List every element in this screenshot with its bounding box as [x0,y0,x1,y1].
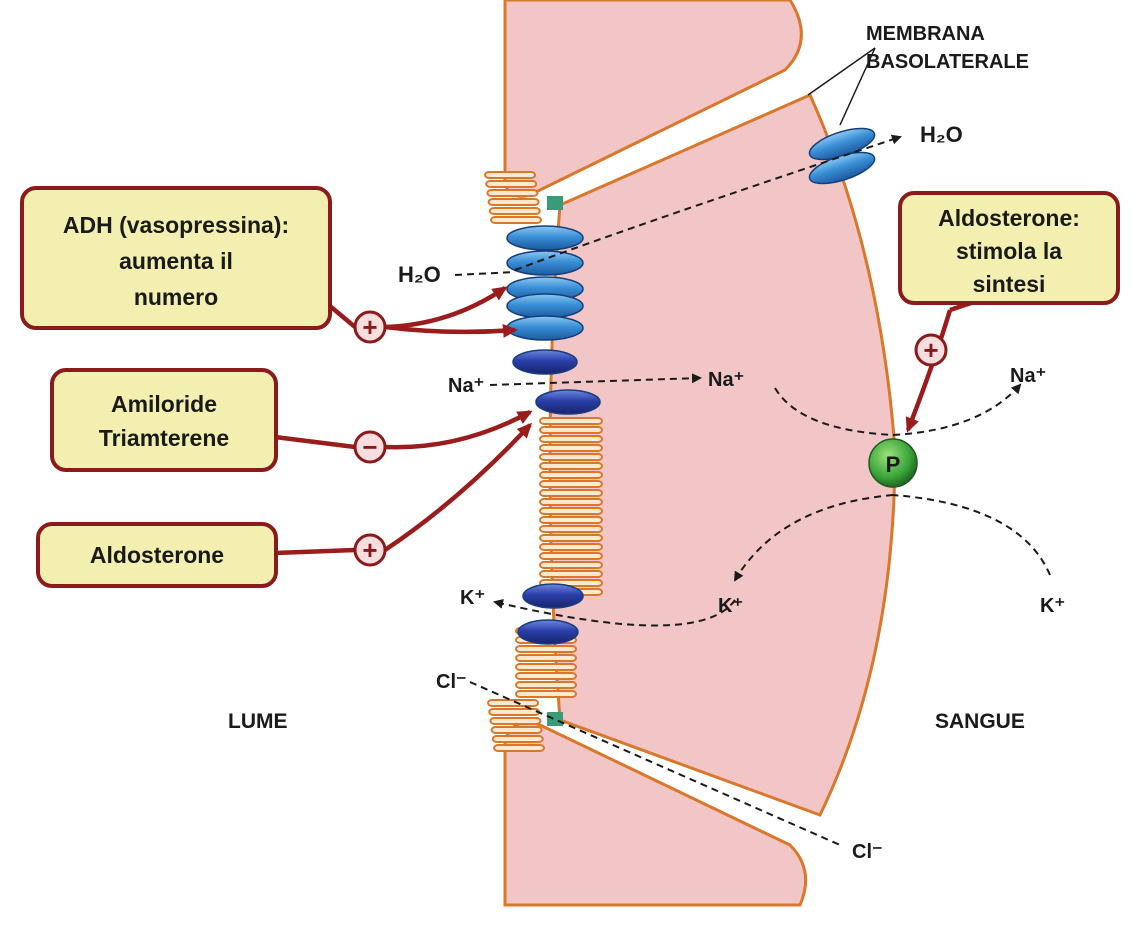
microvillus [516,691,576,697]
k-cell-label: K⁺ [718,595,743,617]
microvillus [540,517,602,523]
membrane-channel [523,584,583,608]
microvillus [540,436,602,442]
aldosterone-left-sign: + [355,535,385,565]
adh-line-1: ADH (vasopressina): [63,212,289,238]
microvillus [540,427,602,433]
amiloride-sign: − [355,432,385,462]
amiloride-box: Amiloride Triamterene [52,370,276,470]
h2o-out-label: H₂O [920,122,963,147]
aldosterone-right-line-3: sintesi [973,271,1046,297]
membrane-channel [507,294,583,318]
microvillus [492,727,542,733]
h2o-path-in [455,272,515,275]
membrane-channel [518,620,578,644]
sangue-label: SANGUE [935,710,1025,733]
microvillus [491,217,541,223]
microvillus [489,709,539,715]
microvillus [540,553,602,559]
amiloride-sign-text: − [362,432,377,462]
microvillus [516,646,576,652]
microvillus [540,526,602,532]
microvillus [485,172,535,178]
microvillus [493,736,543,742]
amiloride-line-1: Amiloride [111,391,217,417]
aldosterone-left-sign-text: + [362,535,377,565]
na-blood-label: Na⁺ [1010,365,1046,387]
adh-arrow-1 [385,288,505,327]
adh-sign: + [355,312,385,342]
microvillus [540,535,602,541]
adh-arrow-2 [385,327,515,332]
k-path-blood-to-pump [893,495,1050,575]
microvillus [540,571,602,577]
aldosterone-right-line-2: stimola la [956,238,1062,264]
cl-lumen-label: Cl⁻ [436,671,467,693]
h2o-in-label: H₂O [398,262,441,287]
microvillus [540,508,602,514]
membrane-channel [536,390,600,414]
membrane-channel [513,350,577,374]
microvillus [540,445,602,451]
aldosterone-right-sign-text: + [923,335,938,365]
microvillus [494,745,544,751]
tight-junction-top [547,196,563,210]
cl-blood-label: Cl⁻ [852,841,883,863]
k-blood-label: K⁺ [1040,595,1065,617]
microvillus [516,655,576,661]
membrane-channel [507,226,583,250]
adh-box: ADH (vasopressina): aumenta il numero [22,188,330,328]
microvillus [540,418,602,424]
microvillus [489,199,539,205]
membrana-label-2: BASOLATERALE [866,51,1029,73]
microvillus [490,718,540,724]
adh-line-2: aumenta il [119,248,233,274]
amiloride-arrow [385,412,530,447]
microvillus [540,544,602,550]
microvillus [516,682,576,688]
microvillus [488,700,538,706]
microvillus [540,463,602,469]
pump-label: P [886,452,901,477]
na-cell-label: Na⁺ [708,369,744,391]
microvillus [516,664,576,670]
microvillus [486,181,536,187]
aldosterone-right-arrow [908,310,950,430]
microvillus [516,673,576,679]
aldosterone-left-box: Aldosterone [38,524,276,586]
aldosterone-left-arrow [385,425,530,550]
adh-sign-text: + [362,312,377,342]
aldosterone-right-line-1: Aldosterone: [938,205,1080,231]
lume-label: LUME [228,710,288,733]
microvillus [487,190,537,196]
microvillus [540,481,602,487]
microvillus [540,472,602,478]
amiloride-line-2: Triamterene [99,425,229,451]
k-lumen-label: K⁺ [460,587,485,609]
adh-line-3: numero [134,284,218,310]
tight-junction-bottom [547,712,563,726]
microvillus [490,208,540,214]
membrane-channel [507,251,583,275]
microvillus [540,454,602,460]
microvillus [540,562,602,568]
na-path-to-blood [893,385,1020,435]
aldosterone-left-line-1: Aldosterone [90,542,224,568]
aldosterone-right-box: Aldosterone: stimola la sintesi [900,193,1118,303]
membrana-label-1: MEMBRANA [866,23,985,45]
aldosterone-right-sign: + [916,335,946,365]
microvillus [540,490,602,496]
na-lumen-label: Na⁺ [448,375,484,397]
membrane-channel [507,316,583,340]
microvillus [540,499,602,505]
